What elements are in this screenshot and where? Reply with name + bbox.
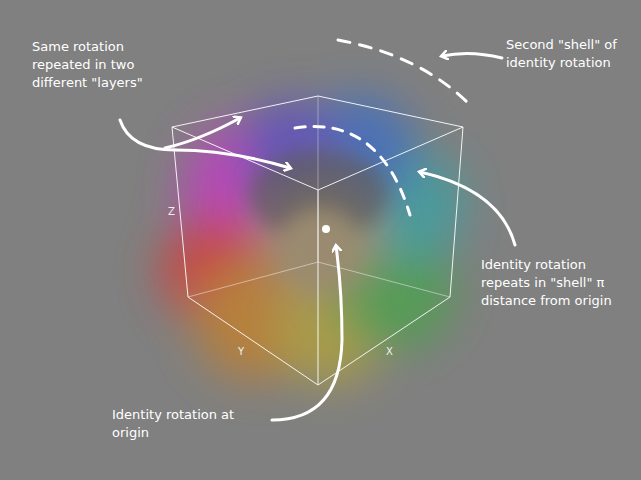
outer-shell-arc [338,40,470,105]
color-sphere [160,95,465,385]
callout-note: Identity rotation at origin [112,406,247,442]
origin-dot [322,225,330,233]
axis-label: Z [168,206,182,218]
inner-shell-arc [295,127,410,215]
leader-arrow [272,246,342,420]
leader-arrow [120,120,290,168]
cube-wireframe [172,96,463,385]
callout-note: Same rotation repeated in two different … [32,38,177,92]
axis-label: X [386,346,400,358]
callout-note: Identity rotation repeats in "shell" π d… [481,256,621,310]
leader-arrow [442,53,502,58]
callout-note: Second "shell" of identity rotation [506,36,618,72]
axis-label: Y [238,346,252,358]
annotation-lines [120,40,515,420]
leader-arrow [165,118,240,148]
leader-arrow [420,172,515,245]
